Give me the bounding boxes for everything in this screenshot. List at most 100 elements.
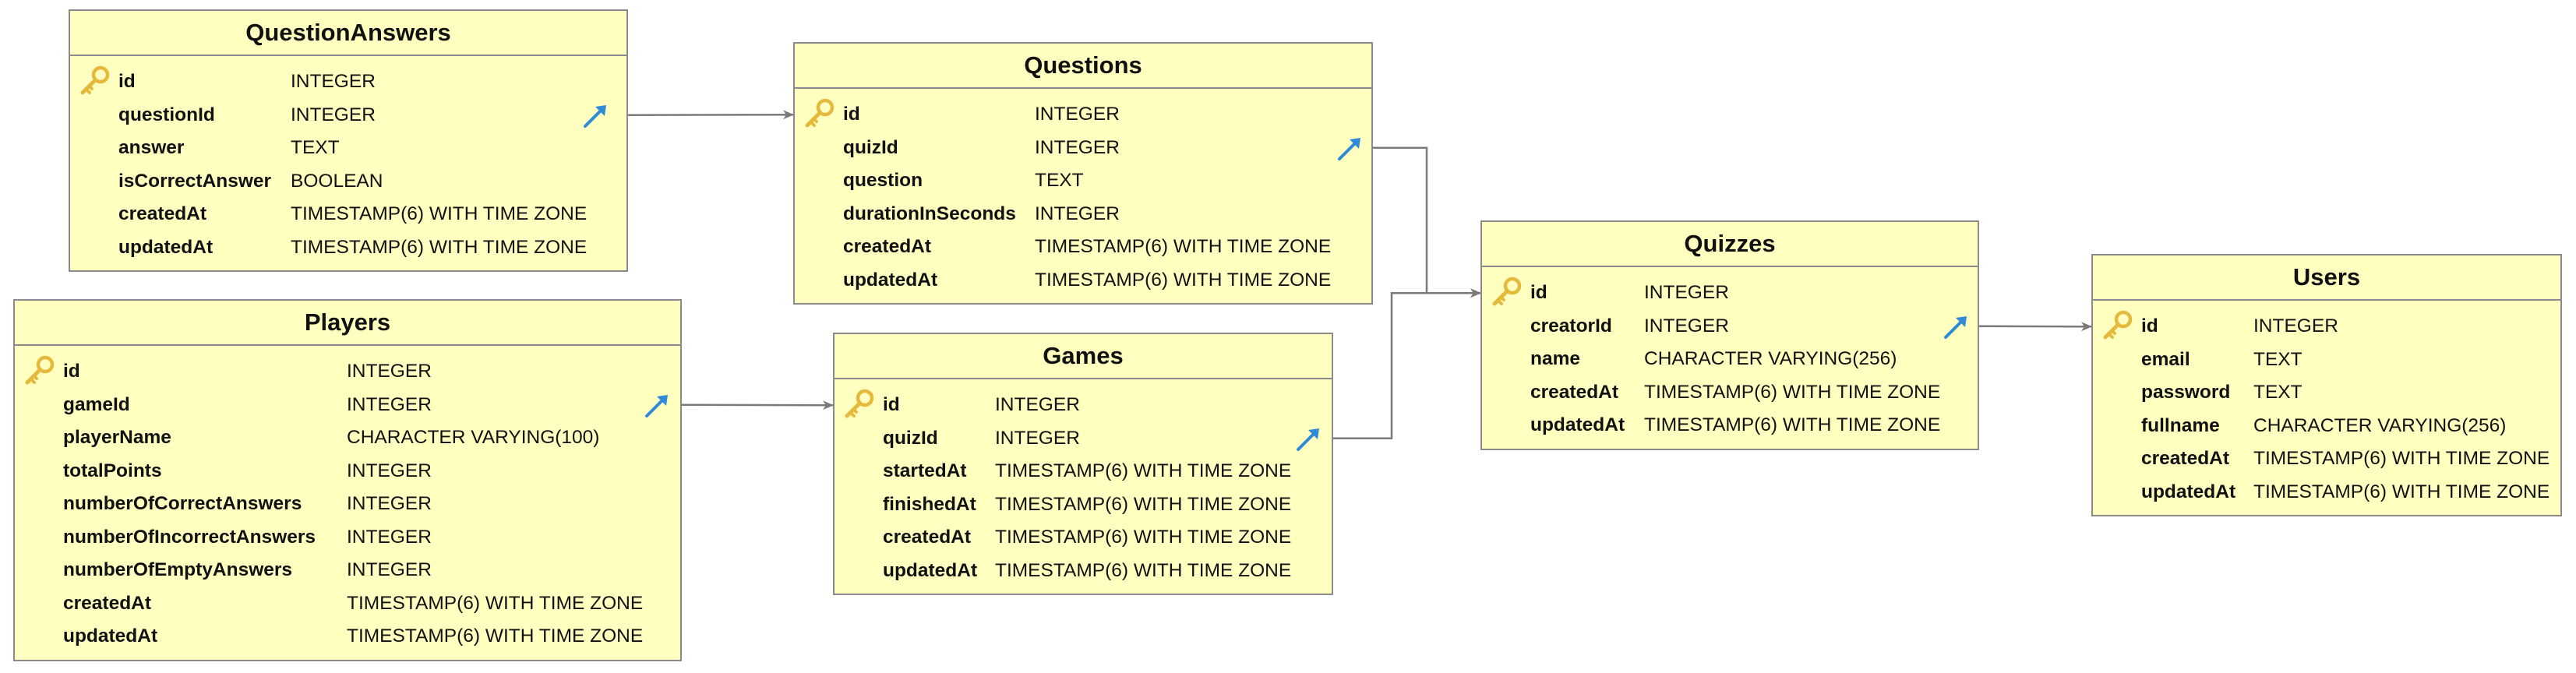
field-type: TIMESTAMP(6) WITH TIME ZONE (291, 203, 588, 225)
foreign-key-arrow-icon[interactable] (1334, 133, 1365, 164)
field-row[interactable]: id INTEGER (15, 355, 680, 389)
key-icon (801, 98, 838, 132)
field-name: questionId (118, 104, 215, 125)
field-row[interactable]: id INTEGER (795, 98, 1371, 132)
field-type: CHARACTER VARYING(100) (347, 427, 600, 449)
field-name: quizId (883, 427, 938, 449)
field-name: id (2141, 315, 2158, 337)
field-type: INTEGER (1035, 203, 1120, 224)
foreign-key-arrow-icon[interactable] (580, 100, 611, 132)
field-type: TIMESTAMP(6) WITH TIME ZONE (1035, 236, 1332, 258)
field-name: id (63, 361, 80, 382)
field-type: INTEGER (347, 460, 432, 481)
key-icon (76, 65, 114, 99)
field-row[interactable]: name CHARACTER VARYING(256) (1482, 343, 1978, 376)
field-row[interactable]: numberOfCorrectAnswers INTEGER (15, 488, 680, 521)
field-type: INTEGER (1644, 282, 1729, 304)
field-name: numberOfCorrectAnswers (63, 493, 302, 515)
field-type: TEXT (1035, 170, 1084, 192)
field-type: INTEGER (1035, 104, 1120, 125)
key-icon (21, 355, 58, 389)
relation-connector-quizzes-users (1978, 322, 2092, 332)
field-type: INTEGER (995, 394, 1080, 416)
field-type: TIMESTAMP(6) WITH TIME ZONE (291, 236, 588, 258)
field-type: INTEGER (291, 71, 376, 93)
field-name: answer (118, 137, 185, 159)
field-name: id (883, 394, 900, 416)
field-row[interactable]: playerName CHARACTER VARYING(100) (15, 421, 680, 455)
field-type: TIMESTAMP(6) WITH TIME ZONE (1644, 414, 1941, 436)
field-name: playerName (63, 427, 171, 449)
field-type: INTEGER (347, 361, 432, 382)
field-name: question (843, 170, 923, 192)
foreign-key-arrow-icon[interactable] (1293, 424, 1324, 455)
foreign-key-arrow-icon[interactable] (641, 390, 672, 421)
field-row[interactable]: updatedAt TIMESTAMP(6) WITH TIME ZONE (70, 231, 626, 265)
field-row[interactable]: question TEXT (795, 164, 1371, 198)
field-name: id (1530, 282, 1547, 304)
field-name: numberOfEmptyAnswers (63, 559, 293, 581)
field-type: TIMESTAMP(6) WITH TIME ZONE (995, 493, 1292, 515)
table-title: QuestionAnswers (70, 11, 626, 56)
field-type: INTEGER (347, 526, 432, 548)
table-title: Questions (795, 44, 1371, 89)
field-type: CHARACTER VARYING(256) (1644, 348, 1897, 370)
field-type: TIMESTAMP(6) WITH TIME ZONE (995, 460, 1292, 482)
field-type: INTEGER (347, 493, 432, 515)
field-name: createdAt (883, 527, 972, 548)
field-type: TEXT (2253, 348, 2303, 370)
field-name: createdAt (1530, 381, 1619, 403)
field-row[interactable]: updatedAt TIMESTAMP(6) WITH TIME ZONE (1482, 409, 1978, 442)
field-name: name (1530, 348, 1581, 370)
field-name: updatedAt (2141, 481, 2236, 502)
table-title: Players (15, 301, 680, 346)
field-name: updatedAt (118, 236, 213, 258)
field-row[interactable]: id INTEGER (1482, 277, 1978, 310)
foreign-key-arrow-icon[interactable] (1940, 312, 1971, 343)
field-type: INTEGER (347, 393, 432, 415)
field-row[interactable]: id INTEGER (835, 389, 1332, 422)
relation-connector-games-quizzes (1333, 288, 1481, 439)
field-type: INTEGER (995, 427, 1080, 449)
field-name: id (843, 104, 860, 125)
field-name: updatedAt (1530, 414, 1625, 436)
field-row[interactable]: quizId INTEGER (835, 422, 1332, 456)
field-type: INTEGER (1644, 315, 1729, 336)
